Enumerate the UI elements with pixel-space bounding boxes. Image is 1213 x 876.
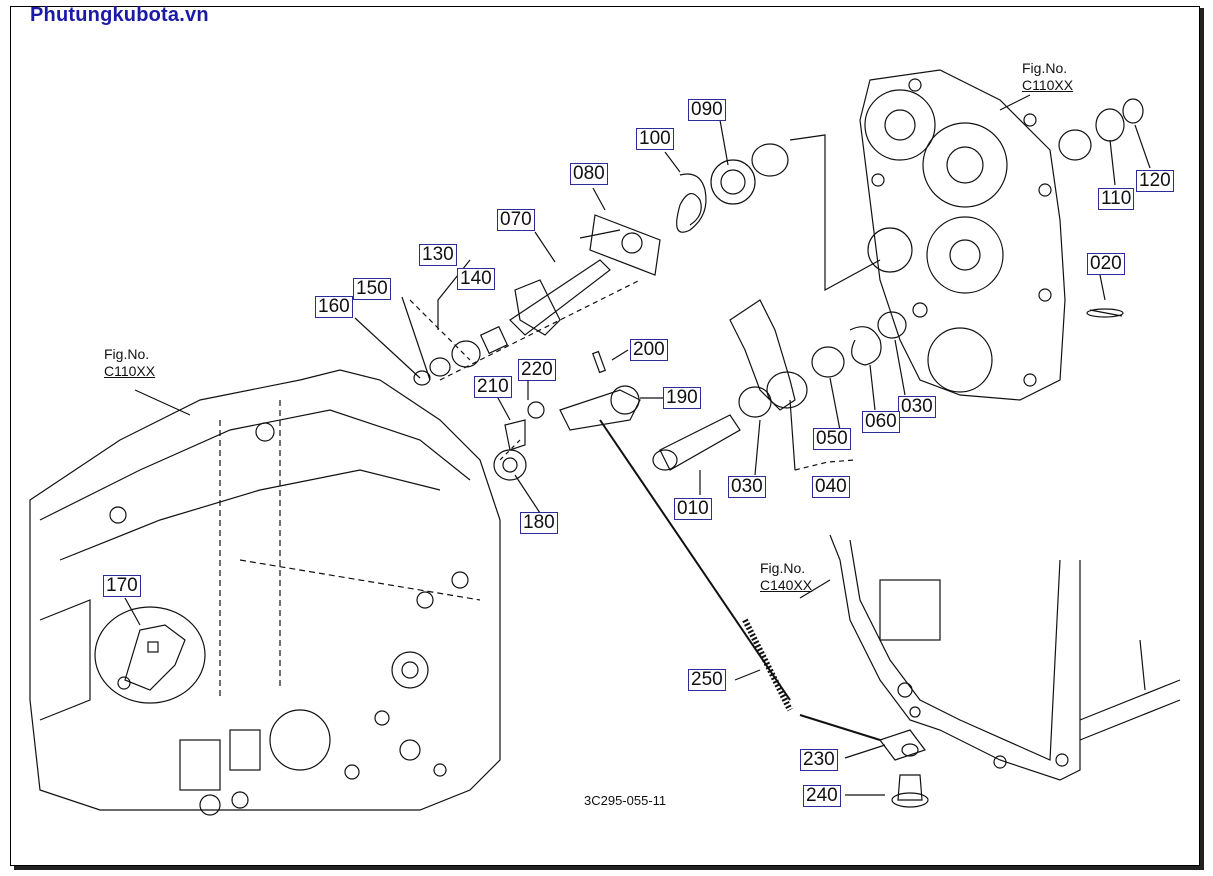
spring-250 [742, 618, 793, 712]
figure-ref-title: Fig.No. [760, 560, 806, 576]
frame-shadow-right [1200, 8, 1204, 870]
part-label-150[interactable]: 150 [353, 278, 391, 300]
part-label-090[interactable]: 090 [688, 99, 726, 121]
drawing-number: 3C295-055-11 [584, 793, 667, 808]
detail-circle-170 [94, 606, 206, 704]
part-label-140[interactable]: 140 [457, 268, 495, 290]
part-label-130[interactable]: 130 [419, 244, 457, 266]
figure-ref-title: Fig.No. [104, 346, 150, 362]
site-watermark[interactable]: Phutungkubota.vn [30, 4, 209, 26]
part-label-180[interactable]: 180 [520, 512, 558, 534]
shaft-axis [439, 279, 641, 381]
part-label-250[interactable]: 250 [688, 669, 726, 691]
figure-ref-code: C140XX [760, 577, 813, 593]
part-label-170[interactable]: 170 [103, 575, 141, 597]
part-label-020[interactable]: 020 [1087, 253, 1125, 275]
transmission-case [29, 369, 501, 811]
spring-060 [849, 326, 882, 366]
part-label-230[interactable]: 230 [800, 749, 838, 771]
figure-ref-bottom-right[interactable]: Fig.No. C140XX [760, 560, 812, 594]
frame-shadow-bottom [14, 866, 1204, 870]
part-label-010[interactable]: 010 [674, 498, 712, 520]
figure-ref-code: C110XX [104, 363, 156, 379]
part-label-220[interactable]: 220 [518, 359, 556, 381]
part-label-240[interactable]: 240 [803, 785, 841, 807]
figure-ref-top-right[interactable]: Fig.No. C110XX [1022, 60, 1073, 94]
lever-040 [729, 299, 796, 411]
part-label-070[interactable]: 070 [497, 209, 535, 231]
part-label-030[interactable]: 030 [898, 396, 936, 418]
figure-ref-code: C110XX [1022, 77, 1074, 93]
part-label-060[interactable]: 060 [862, 411, 900, 433]
part-label-120[interactable]: 120 [1136, 170, 1174, 192]
part-080-plate [589, 214, 661, 276]
part-label-080[interactable]: 080 [570, 163, 608, 185]
figure-ref-title: Fig.No. [1022, 60, 1068, 76]
part-label-050[interactable]: 050 [813, 428, 851, 450]
part-label-100[interactable]: 100 [636, 128, 674, 150]
part-label-110[interactable]: 110 [1098, 188, 1135, 210]
lever-190 [559, 389, 641, 431]
spring-100 [676, 173, 707, 233]
part-label-030[interactable]: 030 [728, 476, 766, 498]
part-label-190[interactable]: 190 [663, 387, 701, 409]
figure-ref-left[interactable]: Fig.No. C110XX [104, 346, 155, 380]
lower-housing [829, 534, 1081, 781]
part-label-210[interactable]: 210 [474, 376, 512, 398]
part-label-040[interactable]: 040 [812, 476, 850, 498]
diagram-frame [10, 6, 1200, 866]
part-label-200[interactable]: 200 [630, 339, 668, 361]
part-label-160[interactable]: 160 [315, 296, 353, 318]
gear-case-cover [859, 69, 1066, 401]
pin-010 [659, 414, 741, 471]
